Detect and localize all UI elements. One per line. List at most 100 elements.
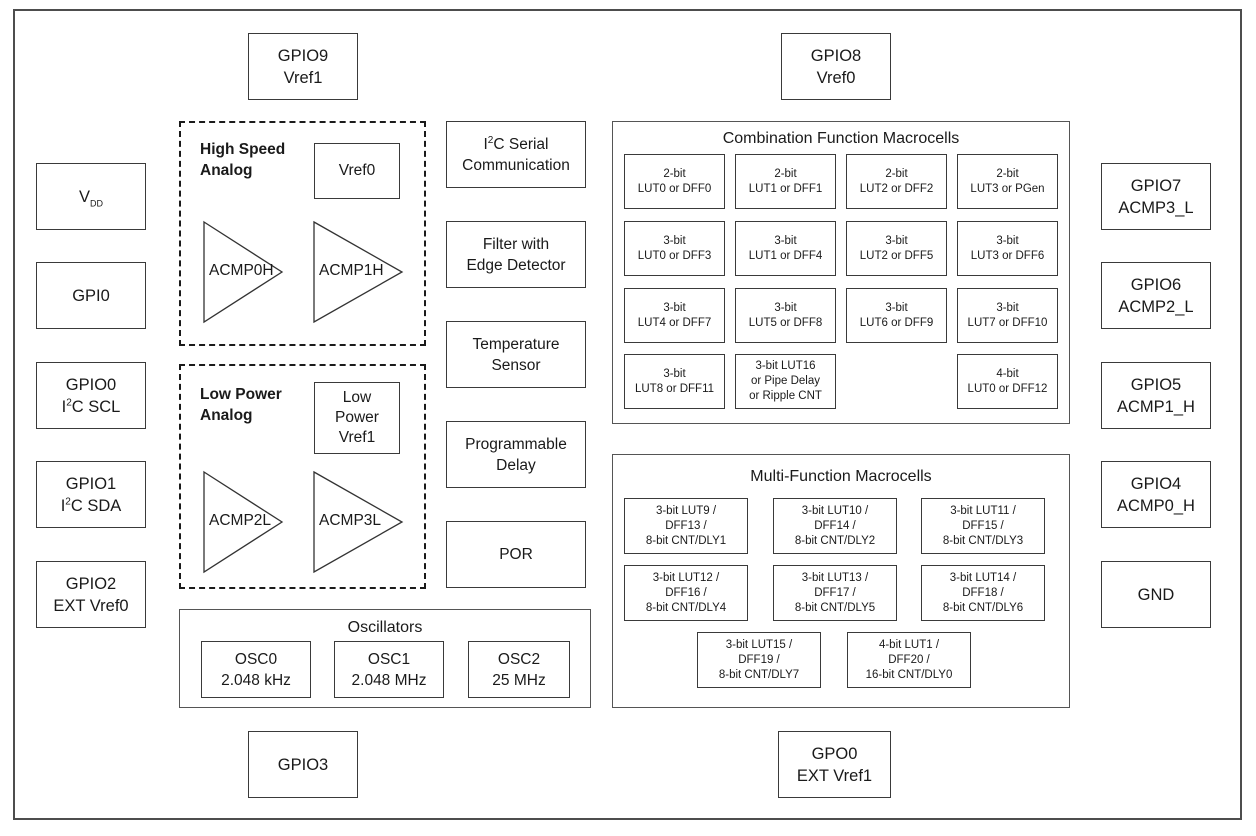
multi-function-macrocell: 3-bit LUT11 /DFF15 /8-bit CNT/DLY3 [921, 498, 1045, 554]
multi-function-macrocell: 3-bit LUT13 /DFF17 /8-bit CNT/DLY5 [773, 565, 897, 621]
acmp3l-triangle-icon [313, 470, 404, 574]
multi-function-macrocell: 3-bit LUT15 / DFF19 / 8-bit CNT/DLY7 [697, 632, 821, 688]
low-power-analog-title: Low Power Analog [200, 386, 282, 424]
pin-label: GPIO1 [65, 474, 117, 493]
macrocell-text: LUT0 or DFF12 [967, 382, 1048, 395]
pin-gpio4: GPIO4 ACMP0_H [1101, 461, 1211, 528]
pin-function: I2C SCL [61, 397, 121, 416]
pin-vdd: VDD [36, 163, 146, 230]
macrocell-text: 8-bit CNT/DLY4 [645, 601, 727, 614]
pin-label: GPI0 [72, 286, 110, 305]
block-diagram-frame [13, 9, 1242, 820]
acmp2l-label: ACMP2L [209, 512, 272, 529]
high-speed-analog-group [179, 121, 426, 346]
pin-gpio7: GPIO7 ACMP3_L [1101, 163, 1211, 230]
pin-function: EXT Vref1 [796, 766, 873, 785]
pin-label: GND [1137, 585, 1175, 604]
macrocell-text: DFF20 / [888, 653, 930, 666]
macrocell-text: DFF19 / [738, 653, 780, 666]
pin-function: ACMP2_L [1118, 297, 1194, 316]
macrocell-text: 3-bit LUT13 / [801, 571, 869, 584]
macrocell-text: LUT3 or PGen [970, 182, 1045, 195]
macrocell-text: or Ripple CNT [749, 390, 822, 402]
macrocell-text: LUT1 or DFF1 [748, 182, 823, 195]
acmp1h-triangle-icon [313, 220, 404, 324]
high-speed-analog-title: High Speed Analog [200, 141, 286, 179]
macrocell-text: 3-bit [663, 367, 686, 380]
macrocell-text: DFF14 / [814, 519, 856, 532]
filter-edge-detector-block: Filter with Edge Detector [446, 221, 586, 288]
combination-macrocells-group: Combination Function Macrocells [612, 121, 1070, 424]
por-block: POR [446, 521, 586, 588]
macrocell-text: DFF15 / [962, 519, 1004, 532]
multi-function-macrocell: 3-bit LUT12 /DFF16 /8-bit CNT/DLY4 [624, 565, 748, 621]
osc2-block: OSC2 25 MHz [468, 641, 570, 698]
macrocell-text: DFF16 / [665, 586, 707, 599]
macrocell-text: 2-bit [774, 167, 797, 180]
macrocell-text: 2-bit [663, 167, 686, 180]
combination-macrocells-title: Combination Function Macrocells [722, 130, 960, 147]
macrocell-text: LUT0 or DFF0 [637, 182, 712, 195]
oscillators-title: Oscillators [347, 619, 423, 636]
osc0-block: OSC0 2.048 kHz [201, 641, 311, 698]
pin-label: GPIO6 [1130, 275, 1182, 294]
osc1-block: OSC1 2.048 MHz [334, 641, 444, 698]
macrocell-text: 3-bit [885, 234, 908, 247]
pin-label: VDD [78, 187, 103, 208]
macrocell-text: 3-bit [996, 234, 1019, 247]
i2c-serial-block: I2C Serial Communication [446, 121, 586, 188]
macrocell-text: 8-bit CNT/DLY7 [718, 668, 800, 681]
low-power-vref1-block: Low Power Vref1 [314, 382, 400, 454]
acmp0h-triangle-icon [203, 220, 284, 324]
macrocell-text: 2-bit [996, 167, 1019, 180]
pin-gpio2: GPIO2 EXT Vref0 [36, 561, 146, 628]
macrocell-text: 3-bit LUT16 [755, 360, 816, 372]
macrocell-text: 4-bit [996, 367, 1019, 380]
macrocell-text: 8-bit CNT/DLY1 [645, 534, 727, 547]
macrocell-text: 3-bit [774, 234, 797, 247]
pin-gpio5: GPIO5 ACMP1_H [1101, 362, 1211, 429]
multi-function-macrocell: 3-bit LUT10 /DFF14 /8-bit CNT/DLY2 [773, 498, 897, 554]
macrocell-text: LUT0 or DFF3 [637, 249, 712, 262]
macrocell-text: 3-bit [663, 301, 686, 314]
macrocell-text: 2-bit [885, 167, 908, 180]
macrocell-text: LUT3 or DFF6 [970, 249, 1045, 262]
macrocell-text: LUT2 or DFF5 [859, 249, 934, 262]
macrocell-text: 3-bit [663, 234, 686, 247]
macrocell-text: LUT2 or DFF2 [859, 182, 934, 195]
pin-label: GPIO9 [277, 46, 329, 65]
pin-gpio8: GPIO8 Vref0 [781, 33, 891, 100]
macrocell-text: DFF13 / [665, 519, 707, 532]
pin-label: GPIO5 [1130, 375, 1182, 394]
pin-gpo0: GPO0 EXT Vref1 [778, 731, 891, 798]
acmp1h-label: ACMP1H [319, 262, 384, 279]
macrocell-text: LUT6 or DFF9 [859, 316, 934, 329]
macrocell-text: 4-bit LUT1 / [878, 638, 940, 651]
macrocell-text: 3-bit LUT15 / [725, 638, 793, 651]
macrocell-text: DFF18 / [962, 586, 1004, 599]
pin-label: GPIO7 [1130, 176, 1182, 195]
pin-label: GPO0 [811, 744, 858, 763]
macrocell-text: 3-bit [774, 301, 797, 314]
pin-function: EXT Vref0 [53, 596, 129, 615]
pin-gpio0: GPIO0 I2C SCL [36, 362, 146, 429]
macrocell-text: LUT8 or DFF11 [634, 382, 715, 395]
multi-function-macrocell: 3-bit LUT14 /DFF18 /8-bit CNT/DLY6 [921, 565, 1045, 621]
macrocell-text: 16-bit CNT/DLY0 [865, 668, 953, 681]
macrocell-text: 3-bit LUT9 / [655, 504, 717, 517]
pin-function: ACMP0_H [1117, 496, 1195, 515]
pin-gpio3: GPIO3 [248, 731, 358, 798]
pin-label: GPIO0 [65, 375, 117, 394]
macrocell-text: 3-bit LUT11 / [950, 504, 1016, 517]
pin-gpio1: GPIO1 I2C SDA [36, 461, 146, 528]
vref0-block: Vref0 [314, 143, 400, 199]
